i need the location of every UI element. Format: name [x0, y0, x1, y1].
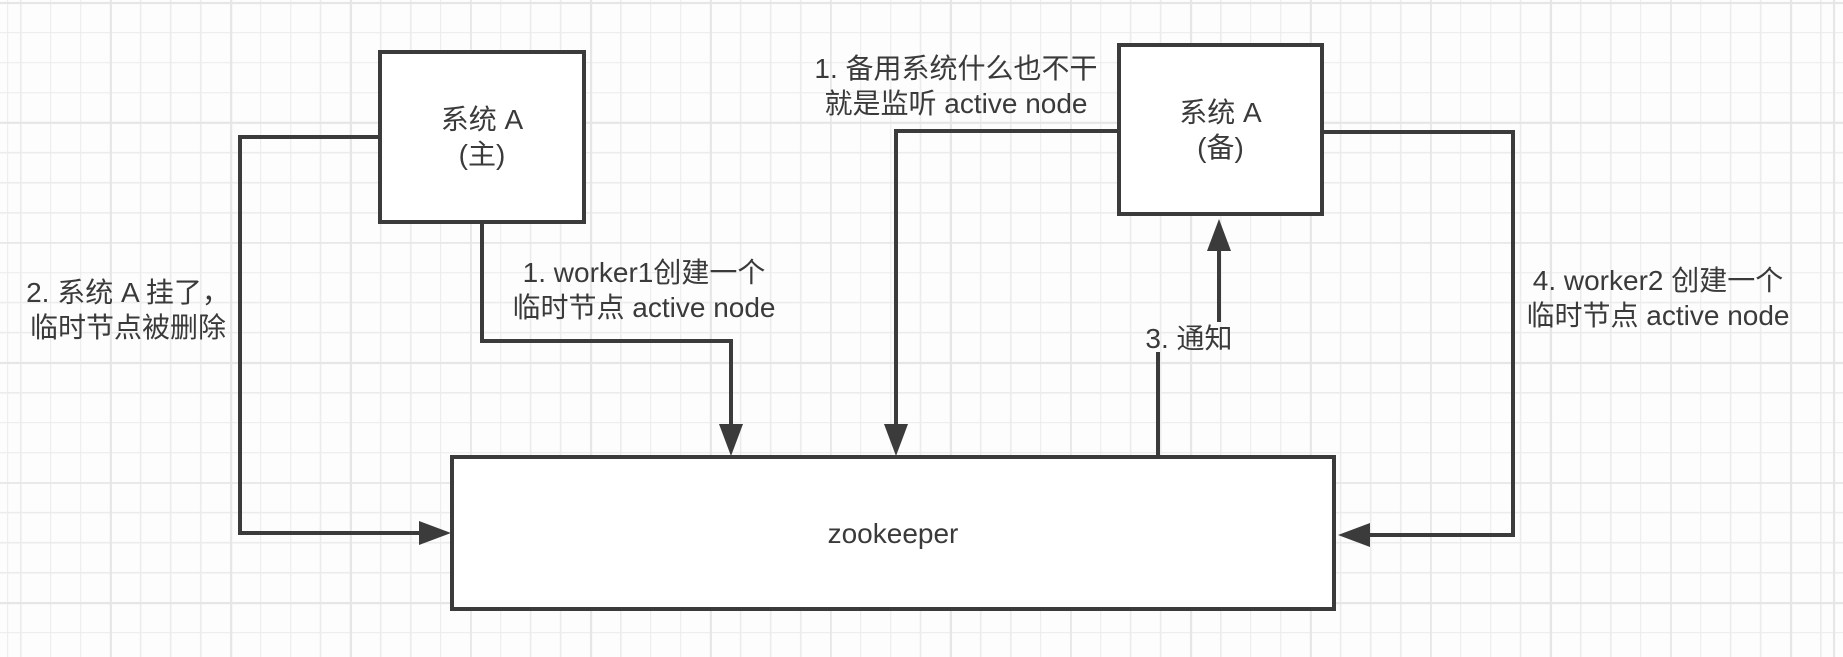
arrowhead-right-primary-down — [419, 521, 451, 545]
node-label-line: 系统 A — [1179, 96, 1262, 128]
node-zookeeper: zookeeper — [450, 455, 1336, 611]
annotation-notify: 3. 通知 — [1145, 321, 1232, 356]
annotation-worker2-create: 4. worker2 创建一个 临时节点 active node — [1527, 263, 1790, 333]
connector-worker1-create — [480, 223, 743, 456]
node-label-line: 系统 A — [440, 104, 524, 135]
annotation-backup-listen: 1. 备用系统什么也不干 就是监听 active node — [814, 51, 1097, 121]
annotation-line: 就是监听 active node — [824, 88, 1088, 119]
connector-backup-listen — [884, 129, 1117, 456]
arrowhead-down-worker1 — [719, 424, 743, 456]
annotation-line: 4. worker2 创建一个 — [1532, 265, 1784, 296]
node-label-line: zookeeper — [827, 517, 959, 549]
node-label-line: (备) — [1197, 131, 1244, 163]
node-system-a-primary: 系统 A (主) — [378, 50, 586, 224]
annotation-line: 1. 备用系统什么也不干 — [814, 53, 1098, 84]
connector-primary-down — [238, 135, 451, 545]
annotation-line: 临时节点 active node — [512, 292, 776, 323]
arrowhead-down-backup-listen — [884, 424, 908, 456]
node-system-a-backup: 系统 A (备) — [1117, 43, 1324, 216]
connector-notify — [1156, 219, 1231, 455]
annotation-line: 3. 通知 — [1145, 323, 1233, 354]
arrowhead-up-notify — [1207, 219, 1231, 251]
annotation-worker1-create: 1. worker1创建一个 临时节点 active node — [513, 255, 776, 325]
annotation-line: 2. 系统 A 挂了， — [26, 277, 230, 308]
annotation-primary-down: 2. 系统 A 挂了， 临时节点被删除 — [26, 275, 230, 345]
annotation-line: 临时节点 active node — [1526, 300, 1790, 331]
arrowhead-left-worker2 — [1338, 523, 1370, 547]
connector-worker2-create — [1323, 130, 1515, 547]
annotation-line: 临时节点被删除 — [29, 312, 227, 343]
annotation-line: 1. worker1创建一个 — [522, 257, 766, 288]
node-label-line: (主) — [458, 139, 506, 170]
